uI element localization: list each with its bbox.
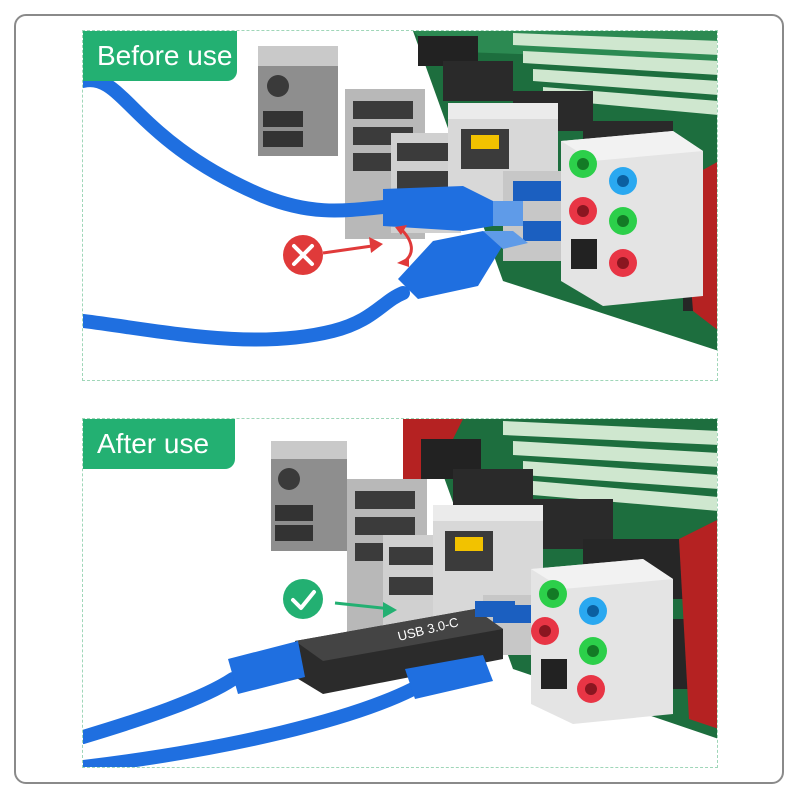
usb-cable-bottom (83, 655, 493, 767)
ram-slots (503, 421, 717, 511)
usb-cable-left (83, 641, 305, 744)
ps2-port (271, 441, 347, 551)
check-mark-icon (283, 579, 323, 619)
usb-cable-upper (83, 73, 523, 231)
image-frame (14, 14, 784, 784)
usb-cable-lower (83, 231, 528, 347)
before-use-illustration (83, 31, 717, 351)
green-arrow-icon (334, 601, 392, 611)
before-use-label: Before use (83, 31, 237, 81)
audio-jack-block (561, 131, 703, 306)
after-use-panel: USB 3.0-C After use (82, 418, 718, 768)
red-arrow-icon (322, 243, 380, 255)
after-use-illustration: USB 3.0-C (83, 419, 717, 767)
before-use-panel: Before use (82, 30, 718, 381)
after-use-label: After use (83, 419, 235, 469)
ps2-port (258, 46, 338, 156)
x-mark-icon (283, 235, 323, 275)
usb-adapter: USB 3.0-C (295, 601, 515, 694)
audio-jack-block (531, 559, 673, 724)
ram-slots (513, 33, 717, 115)
